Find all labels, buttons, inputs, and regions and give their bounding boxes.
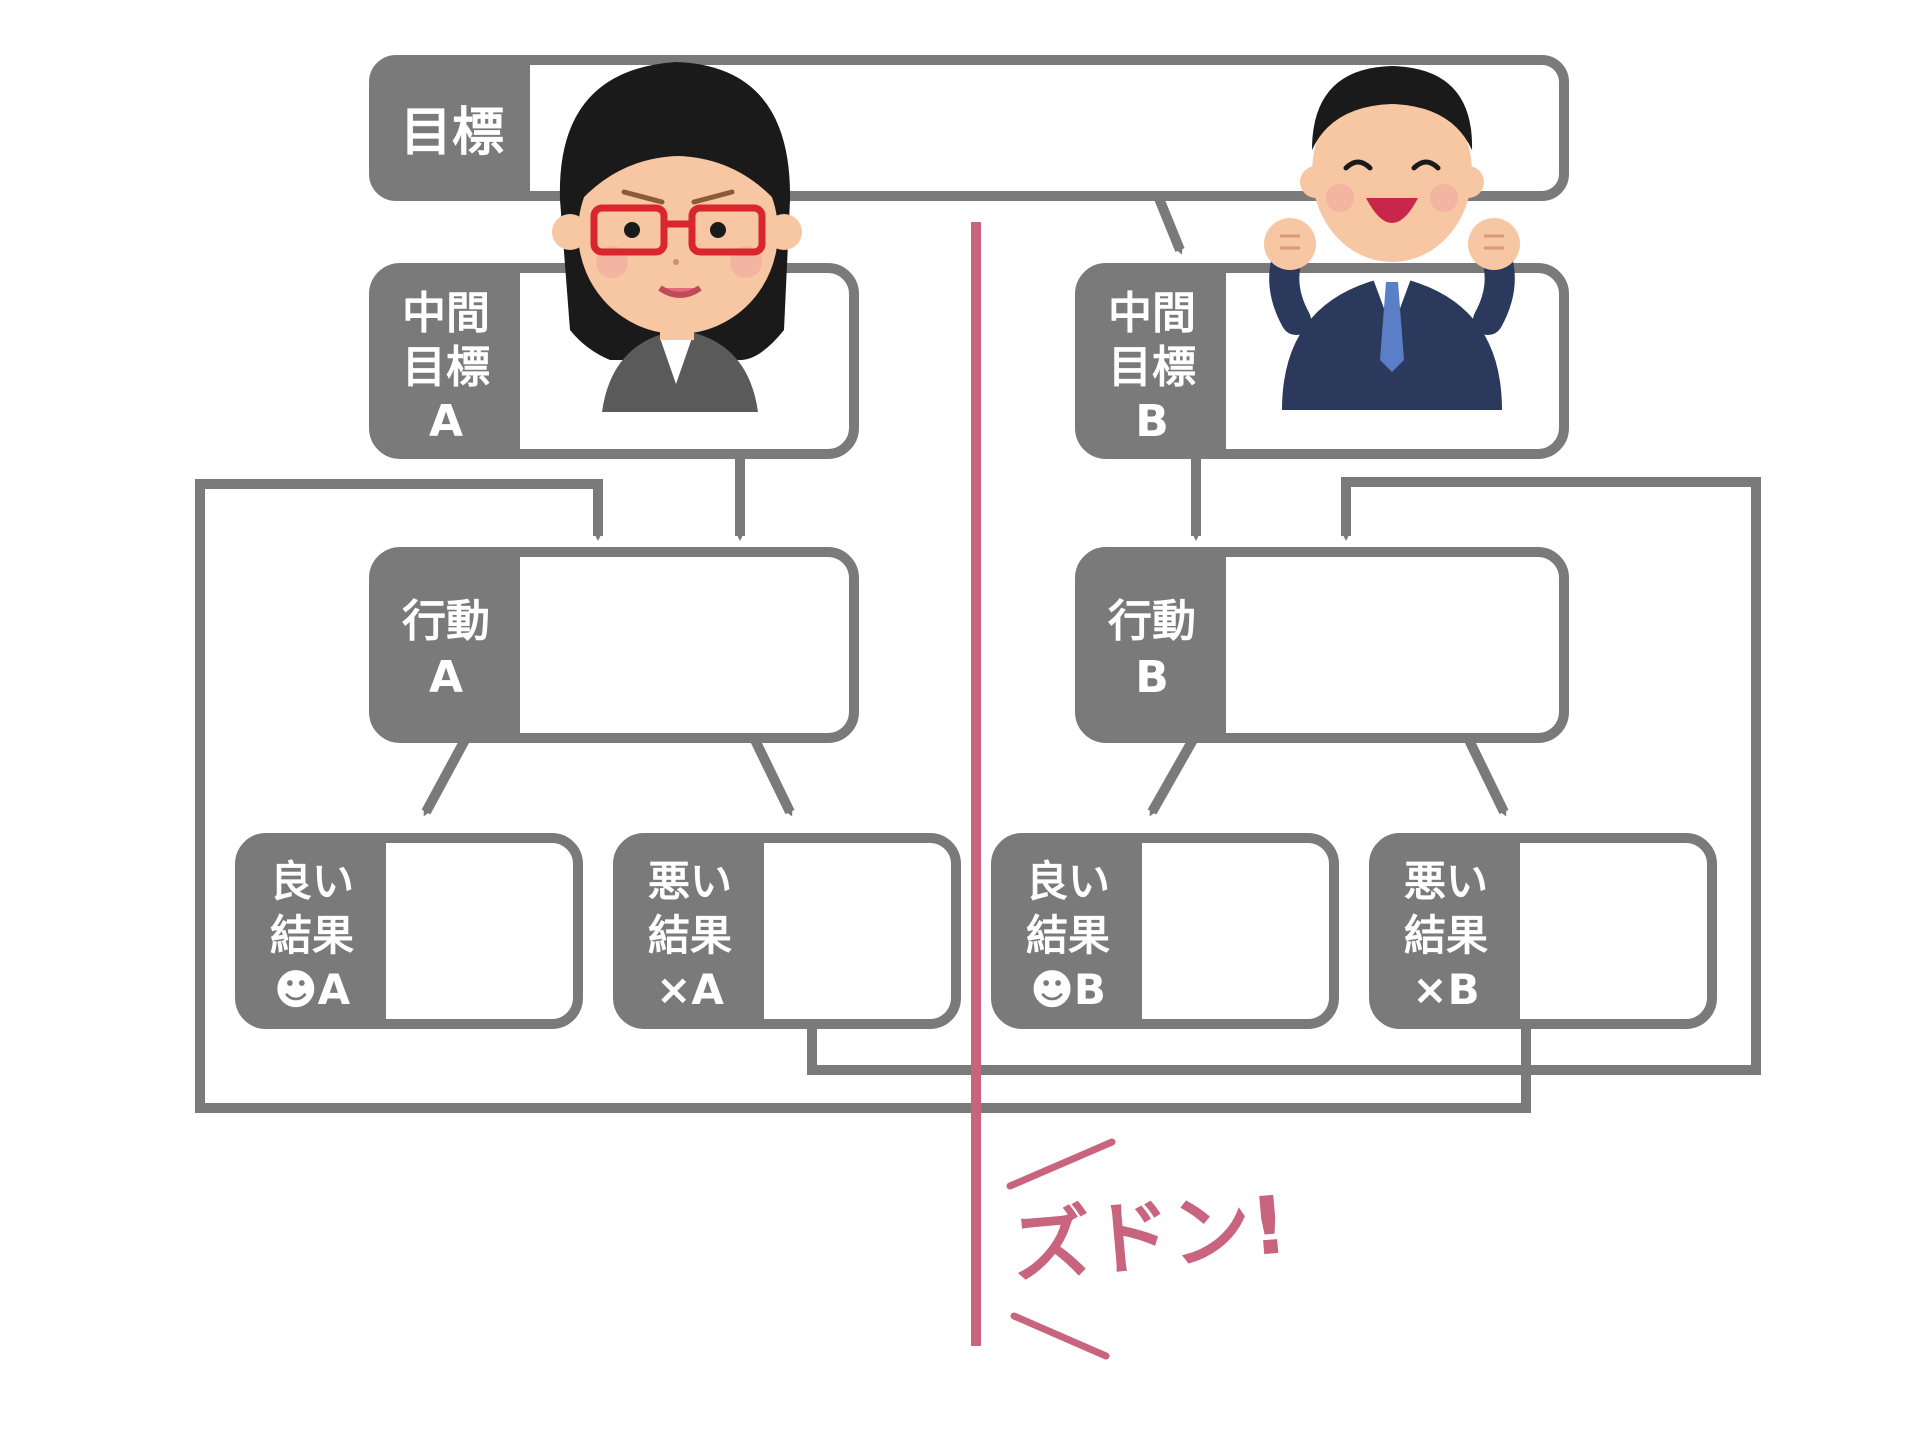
good-result-b-line-1: 良い — [1026, 857, 1110, 906]
good-result-b-line-2: 結果 — [1026, 911, 1110, 960]
mid-goal-a-line-2: 目標 — [402, 342, 490, 393]
good-result-a-line-3: ☻A — [274, 965, 351, 1014]
cheering-businessman-icon — [1264, 66, 1520, 410]
good-result-b-line-3: ☻B — [1030, 965, 1106, 1014]
impact-line-bottom — [1010, 1312, 1110, 1360]
arrow-action-b-to-bad-result-b — [1463, 735, 1509, 817]
mid-goal-b-line-1: 中間 — [1108, 288, 1196, 339]
bad-result-b-line-3: ×B — [1412, 965, 1479, 1014]
goal-label: 目標 — [400, 103, 504, 163]
action-a-line-2: A — [429, 652, 463, 703]
bad-result-a-line-2: 結果 — [648, 911, 732, 960]
arrow-action-a-to-good-result-a — [421, 735, 471, 817]
impact-line-top — [1006, 1138, 1116, 1190]
action-b-box: 行動 B — [1075, 547, 1569, 743]
bad-result-a-box: 悪い 結果 ×A — [613, 833, 961, 1029]
mid-goal-b-line-2: 目標 — [1108, 342, 1196, 393]
arrow-goal-to-mid-goal-b — [1153, 194, 1185, 255]
mid-goal-a-line-3: A — [429, 396, 463, 447]
impact-mark: ズドン! — [1006, 1138, 1292, 1360]
mid-goal-b-line-3: B — [1135, 396, 1169, 447]
action-a-line-1: 行動 — [402, 596, 490, 647]
woman-with-red-glasses-icon — [552, 62, 802, 412]
impact-text: ズドン! — [1008, 1178, 1292, 1295]
good-result-a-line-1: 良い — [270, 857, 354, 906]
mid-goal-a-line-1: 中間 — [402, 288, 490, 339]
good-result-b-box: 良い 結果 ☻B — [991, 833, 1339, 1029]
feedback-loop-right — [807, 477, 1761, 1075]
bad-result-a-line-3: ×A — [656, 965, 724, 1014]
arrow-action-a-to-bad-result-a — [749, 735, 795, 817]
arrow-action-b-to-good-result-b — [1147, 735, 1199, 817]
good-result-a-box: 良い 結果 ☻A — [235, 833, 583, 1029]
bad-result-a-line-1: 悪い — [648, 857, 732, 906]
action-b-line-2: B — [1135, 652, 1169, 703]
feedback-loop-left — [195, 479, 1531, 1113]
flow-arrows — [195, 194, 1761, 1113]
bad-result-b-box: 悪い 結果 ×B — [1369, 833, 1717, 1029]
bad-result-b-line-1: 悪い — [1404, 857, 1488, 906]
action-b-line-1: 行動 — [1108, 596, 1196, 647]
action-a-box: 行動 A — [369, 547, 859, 743]
bad-result-b-line-2: 結果 — [1404, 911, 1488, 960]
good-result-a-line-2: 結果 — [270, 911, 354, 960]
